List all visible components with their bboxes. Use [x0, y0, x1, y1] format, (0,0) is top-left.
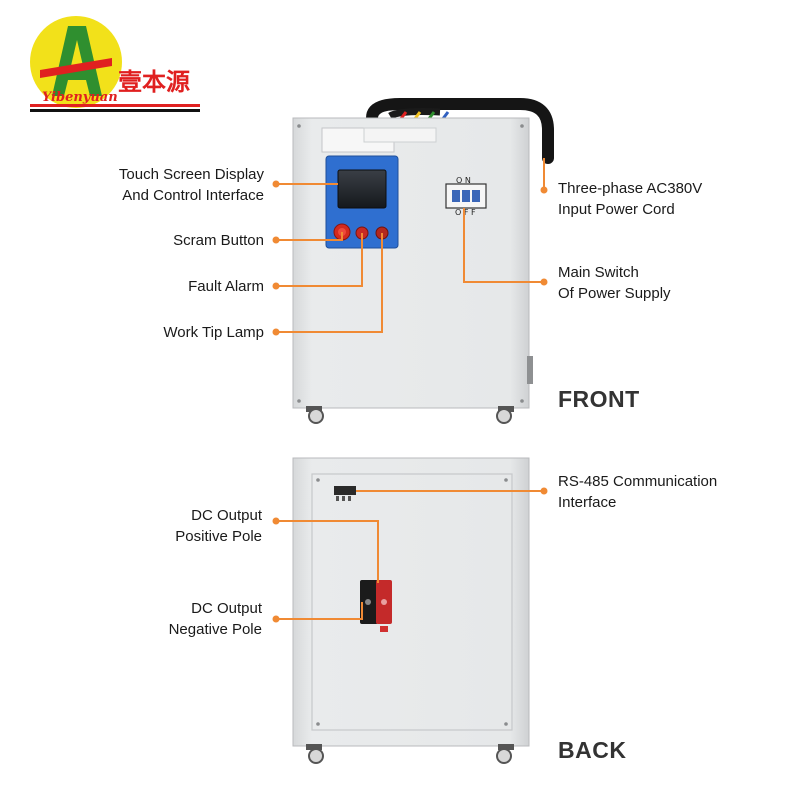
- nameplate-label: [363, 127, 437, 143]
- leader-dot: [272, 517, 280, 525]
- label-work-tip-lamp: Work Tip Lamp: [163, 324, 264, 341]
- screw: [504, 478, 508, 482]
- brand-logo: Yibenyuan 壹本源: [30, 16, 200, 112]
- label-rs485: RS-485 Communication Interface: [558, 473, 718, 511]
- leader-dc-positive: [276, 520, 379, 583]
- back-cabinet: [292, 457, 530, 764]
- front-cabinet: O N O F F: [292, 98, 554, 424]
- label-fault-alarm: Fault Alarm: [188, 278, 264, 295]
- leader-fault-alarm: [276, 233, 363, 287]
- caster-wheel: [306, 406, 324, 424]
- front-leader-dots: [272, 180, 548, 336]
- screw: [316, 478, 320, 482]
- back-cabinet-body: [292, 457, 530, 747]
- label-scram-button: Scram Button: [173, 232, 264, 249]
- screw: [297, 399, 301, 403]
- back-rear-panel: [311, 473, 513, 731]
- logo-underline-black: [30, 109, 200, 112]
- switch-off-label: O F F: [455, 208, 476, 217]
- label-dc-negative: DC Output Negative Pole: [168, 600, 262, 638]
- leader-work-tip-lamp: [276, 233, 383, 333]
- label-touch-screen: Touch Screen Display And Control Interfa…: [118, 166, 264, 204]
- label-main-switch: Main Switch Of Power Supply: [558, 264, 671, 302]
- logo-letter-a-icon: [40, 26, 112, 96]
- label-dc-positive: DC Output Positive Pole: [175, 507, 262, 545]
- leader-dot: [540, 186, 548, 194]
- brand-name-cn: 壹本源: [118, 68, 190, 96]
- caster-wheel: [306, 744, 324, 764]
- leader-dot: [540, 278, 548, 286]
- leader-main-switch: [463, 208, 544, 283]
- touch-screen-display: [337, 169, 387, 209]
- screw: [504, 722, 508, 726]
- main-power-switch: O N O F F: [445, 176, 487, 217]
- leader-dot: [272, 282, 280, 290]
- caster-wheel: [496, 744, 514, 764]
- leader-dc-negative: [276, 602, 363, 620]
- leader-dot: [272, 180, 280, 188]
- front-heading: FRONT: [558, 386, 640, 412]
- front-side-latch: [527, 356, 533, 384]
- leader-dot: [272, 615, 280, 623]
- leader-dot: [540, 487, 548, 495]
- dc-terminals: [360, 580, 392, 632]
- leader-dot: [272, 236, 280, 244]
- brand-name-en: Yibenyuan: [42, 90, 118, 105]
- front-leader-lines: [276, 158, 545, 333]
- screw: [520, 124, 524, 128]
- screw: [316, 722, 320, 726]
- leader-dot: [272, 328, 280, 336]
- back-heading: BACK: [558, 737, 627, 763]
- screw: [297, 124, 301, 128]
- logo-underline-red: [30, 104, 200, 107]
- switch-on-label: O N: [456, 176, 471, 185]
- leader-scram-button: [276, 232, 343, 241]
- label-power-cord: Three-phase AC380V Input Power Cord: [558, 180, 703, 218]
- screw: [520, 399, 524, 403]
- back-leader-lines: [276, 490, 544, 620]
- back-leader-dots: [272, 487, 548, 623]
- rs485-terminal-block: [334, 486, 356, 501]
- caster-wheel: [496, 406, 514, 424]
